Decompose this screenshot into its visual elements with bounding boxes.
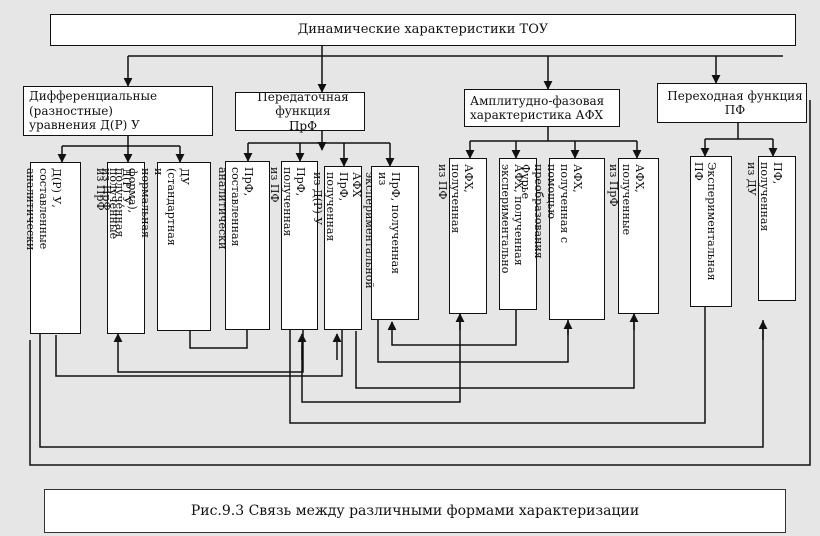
link-col1-col13 <box>39 320 764 448</box>
column-afh-experimental: АФХ, полученная экспериментально <box>499 158 537 310</box>
header-du: Дифференциальные (разностные) уравнения … <box>29 89 158 133</box>
column-prf-from-exp-afh-label: ПрФ, полученная из экспериментальной АФХ <box>350 172 402 289</box>
column-afh-from-prf: АФХ, полученные из ПрФ <box>607 158 659 314</box>
figure-caption-box: Рис.9.3 Связь между различными формами х… <box>44 489 786 533</box>
outer-return-line <box>29 100 811 466</box>
top-title: Динамические характеристики ТОУ <box>297 22 549 38</box>
top-title-box: Динамические характеристики ТОУ <box>50 14 796 46</box>
column-du-standard-form: ДУ (стандартная и нормальная форма), пол… <box>100 162 211 331</box>
connector-lines <box>29 46 811 466</box>
column-prf-from-exp-afh: ПрФ, полученная из экспериментальной АФХ <box>350 166 419 320</box>
header-prf: Передаточная функция ПрФ <box>257 89 349 133</box>
column-afh-fourier-label: АФХ, полученная с помощью преобразования… <box>519 164 584 259</box>
column-pf-from-du: ПФ, полученная из ДУ <box>745 156 796 301</box>
link-col7-col10 <box>377 320 569 363</box>
link-col5-col8 <box>301 314 461 403</box>
column-prf-analytic-label: ПрФ, составленная аналитически <box>215 167 255 250</box>
column-prf-analytic: ПрФ, составленная аналитически <box>216 161 270 330</box>
header-afh: Амплитудно-фазовая характеристика АФХ <box>470 93 605 122</box>
column-du-from-prf: Д(Р) У, полученные из ПрФ <box>94 162 145 334</box>
column-du-analytic: Д(Р) У, составленные аналитически <box>24 162 81 334</box>
link-col7-col9 <box>391 310 517 346</box>
column-afh-from-prf-label: АФХ, полученные из ПрФ <box>606 164 646 236</box>
column-pf-experimental-label: Экспериментальная ПФ <box>692 162 718 281</box>
header-afh-box: Амплитудно-фазовая характеристика АФХ <box>464 89 620 127</box>
column-du-analytic-label: Д(Р) У, составленные аналитически <box>23 168 63 251</box>
figure-caption: Рис.9.3 Связь между различными формами х… <box>190 503 640 519</box>
column-prf-from-pf-label: ПрФ, полученная из ПФ <box>267 167 307 237</box>
link-col2-col5 <box>117 330 304 373</box>
column-afh-from-pf-label: АФХ, полученная из ПФ <box>436 164 475 234</box>
column-pf-from-du-label: ПФ, полученная из ДУ <box>745 162 784 232</box>
column-prf-from-du: ПрФ, полученная из Д(Р) У <box>311 166 362 330</box>
link-col3-col4 <box>189 330 248 349</box>
column-du-standard-form-label: ДУ (стандартная и нормальная форма), пол… <box>100 168 191 246</box>
column-afh-from-pf: АФХ, полученная из ПФ <box>436 158 487 314</box>
link-col5-col12 <box>289 307 706 424</box>
header-pf-box: Переходная функция ПФ <box>657 83 807 123</box>
column-afh-fourier: АФХ, полученная с помощью преобразования… <box>519 158 605 320</box>
column-prf-from-du-label: ПрФ, полученная из Д(Р) У <box>311 172 350 242</box>
column-pf-experimental: Экспериментальная ПФ <box>690 156 732 307</box>
header-du-box: Дифференциальные (разностные) уравнения … <box>23 86 213 136</box>
header-pf: Переходная функция ПФ <box>667 88 803 117</box>
header-prf-box: Передаточная функция ПрФ <box>235 89 365 133</box>
column-prf-from-pf: ПрФ, полученная из ПФ <box>268 161 318 330</box>
link-col6-col11 <box>355 314 635 389</box>
link-col1-col6 <box>55 330 343 377</box>
